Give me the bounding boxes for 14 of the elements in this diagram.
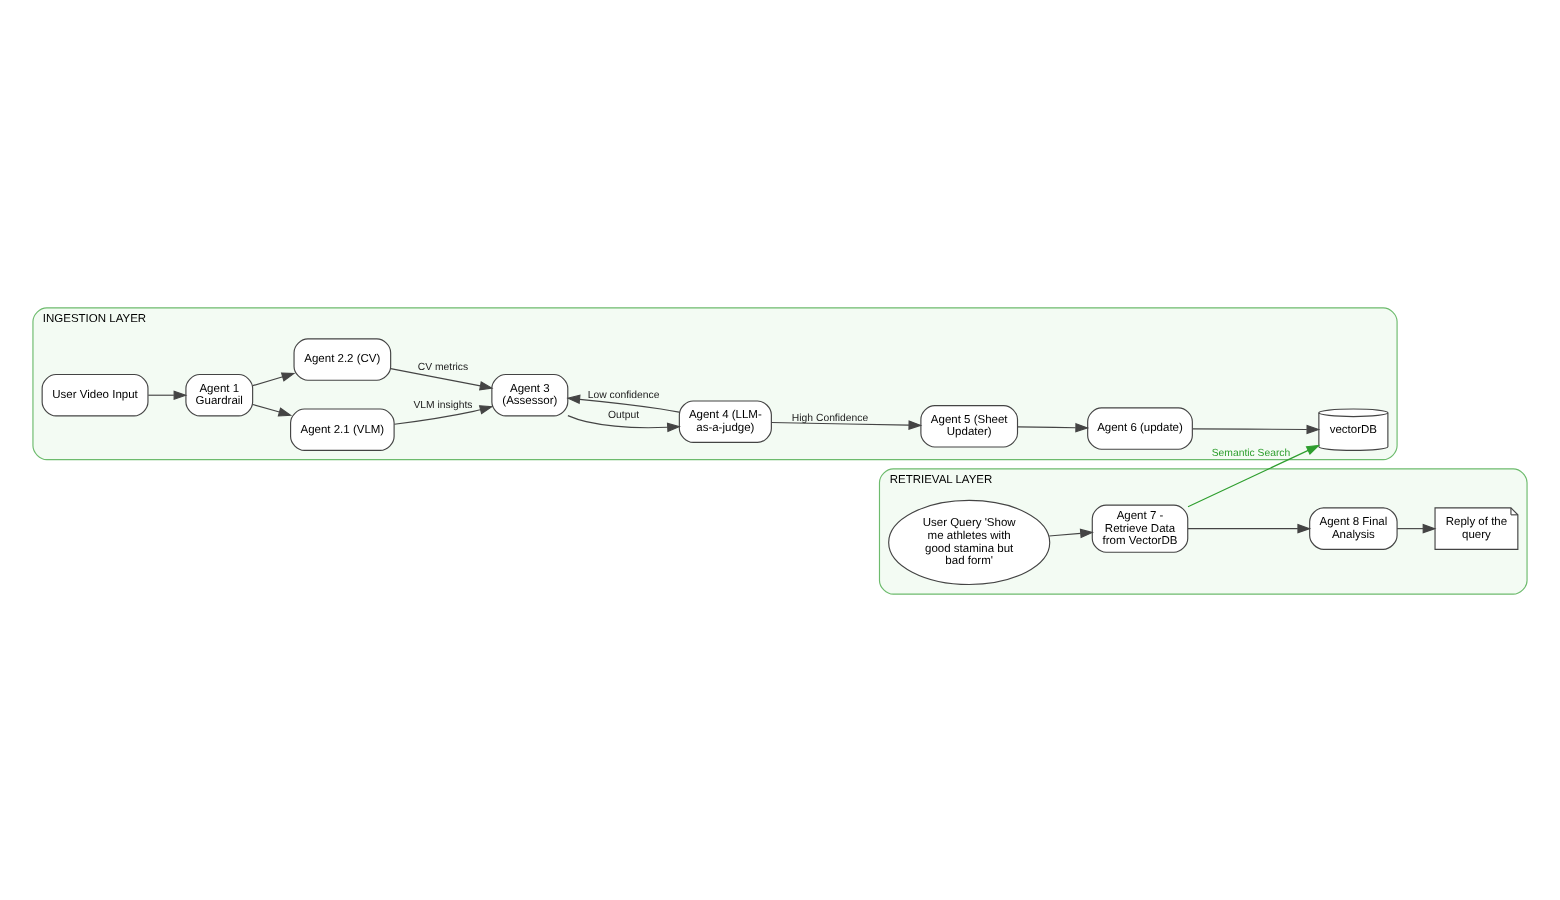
- arrow: [1187, 522, 1312, 533]
- arrow: [252, 402, 293, 416]
- arrow: [567, 414, 681, 432]
- arrow: [1048, 527, 1094, 538]
- arrow: [1396, 522, 1437, 533]
- arrow: [566, 393, 680, 412]
- arrow: [1192, 423, 1321, 434]
- arrow: [770, 419, 923, 429]
- arrow: [147, 389, 188, 400]
- arrow: [1017, 421, 1090, 432]
- arrow: [1187, 443, 1321, 507]
- arrow: [393, 404, 494, 424]
- arrow: [252, 371, 296, 386]
- arrow: [390, 367, 494, 390]
